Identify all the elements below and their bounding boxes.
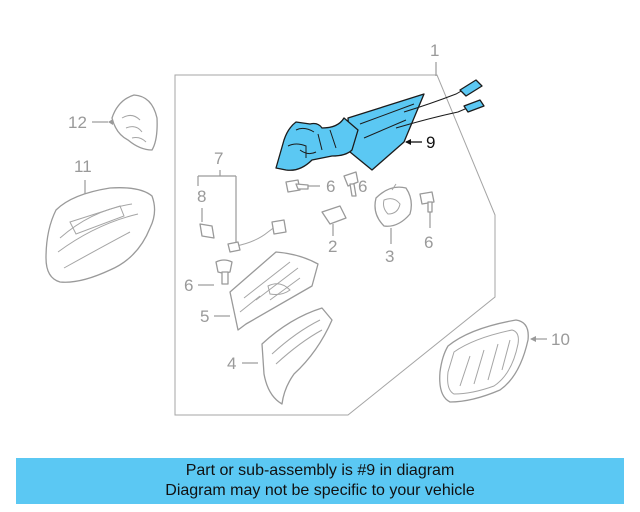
callout-4: 4: [227, 354, 236, 373]
callout-10: 10: [551, 330, 570, 349]
callout-6-center: 6: [358, 177, 367, 196]
arrow-9: [405, 139, 411, 145]
callout-9: 9: [426, 133, 435, 152]
part-6-screw-left: [215, 259, 233, 285]
callout-12: 12: [68, 113, 87, 132]
part-3-motor: [374, 183, 412, 227]
part-6-screw-right: [419, 191, 435, 213]
part-8-bulb: [199, 223, 215, 239]
part-7-wire-harness: [227, 219, 287, 253]
callout-1: 1: [430, 41, 439, 60]
callout-6-left: 6: [184, 276, 193, 295]
part-10-mirror-glass: [439, 319, 529, 403]
banner-line-2: Diagram may not be specific to your vehi…: [165, 482, 475, 499]
part-6-screw-top: [285, 179, 309, 193]
arrow-12: [108, 119, 113, 125]
part-12-cover-piece: [111, 94, 158, 151]
part-2-clip: [321, 205, 347, 225]
callout-11: 11: [74, 157, 92, 176]
callout-2: 2: [328, 237, 337, 256]
callout-7: 7: [214, 149, 223, 168]
part-6-screw-center: [343, 171, 359, 197]
callout-8: 8: [197, 187, 206, 206]
parts-diagram: 1 12 11 9 6 6 6: [45, 41, 570, 416]
callout-5: 5: [200, 307, 209, 326]
part-5-base-bracket: [229, 251, 319, 331]
arrow-10: [530, 336, 536, 342]
assembly-frame: [174, 74, 496, 416]
callout-6-top: 6: [326, 177, 335, 196]
part-11-mirror-housing: [45, 187, 156, 283]
banner-line-1: Part or sub-assembly is #9 in diagram: [185, 462, 455, 479]
callout-6-right: 6: [424, 233, 433, 252]
part-4-cover: [261, 307, 333, 405]
part-9-mirror-assembly: [275, 79, 485, 171]
callout-3: 3: [385, 247, 394, 266]
info-banner: Part or sub-assembly is #9 in diagram Di…: [16, 458, 624, 504]
